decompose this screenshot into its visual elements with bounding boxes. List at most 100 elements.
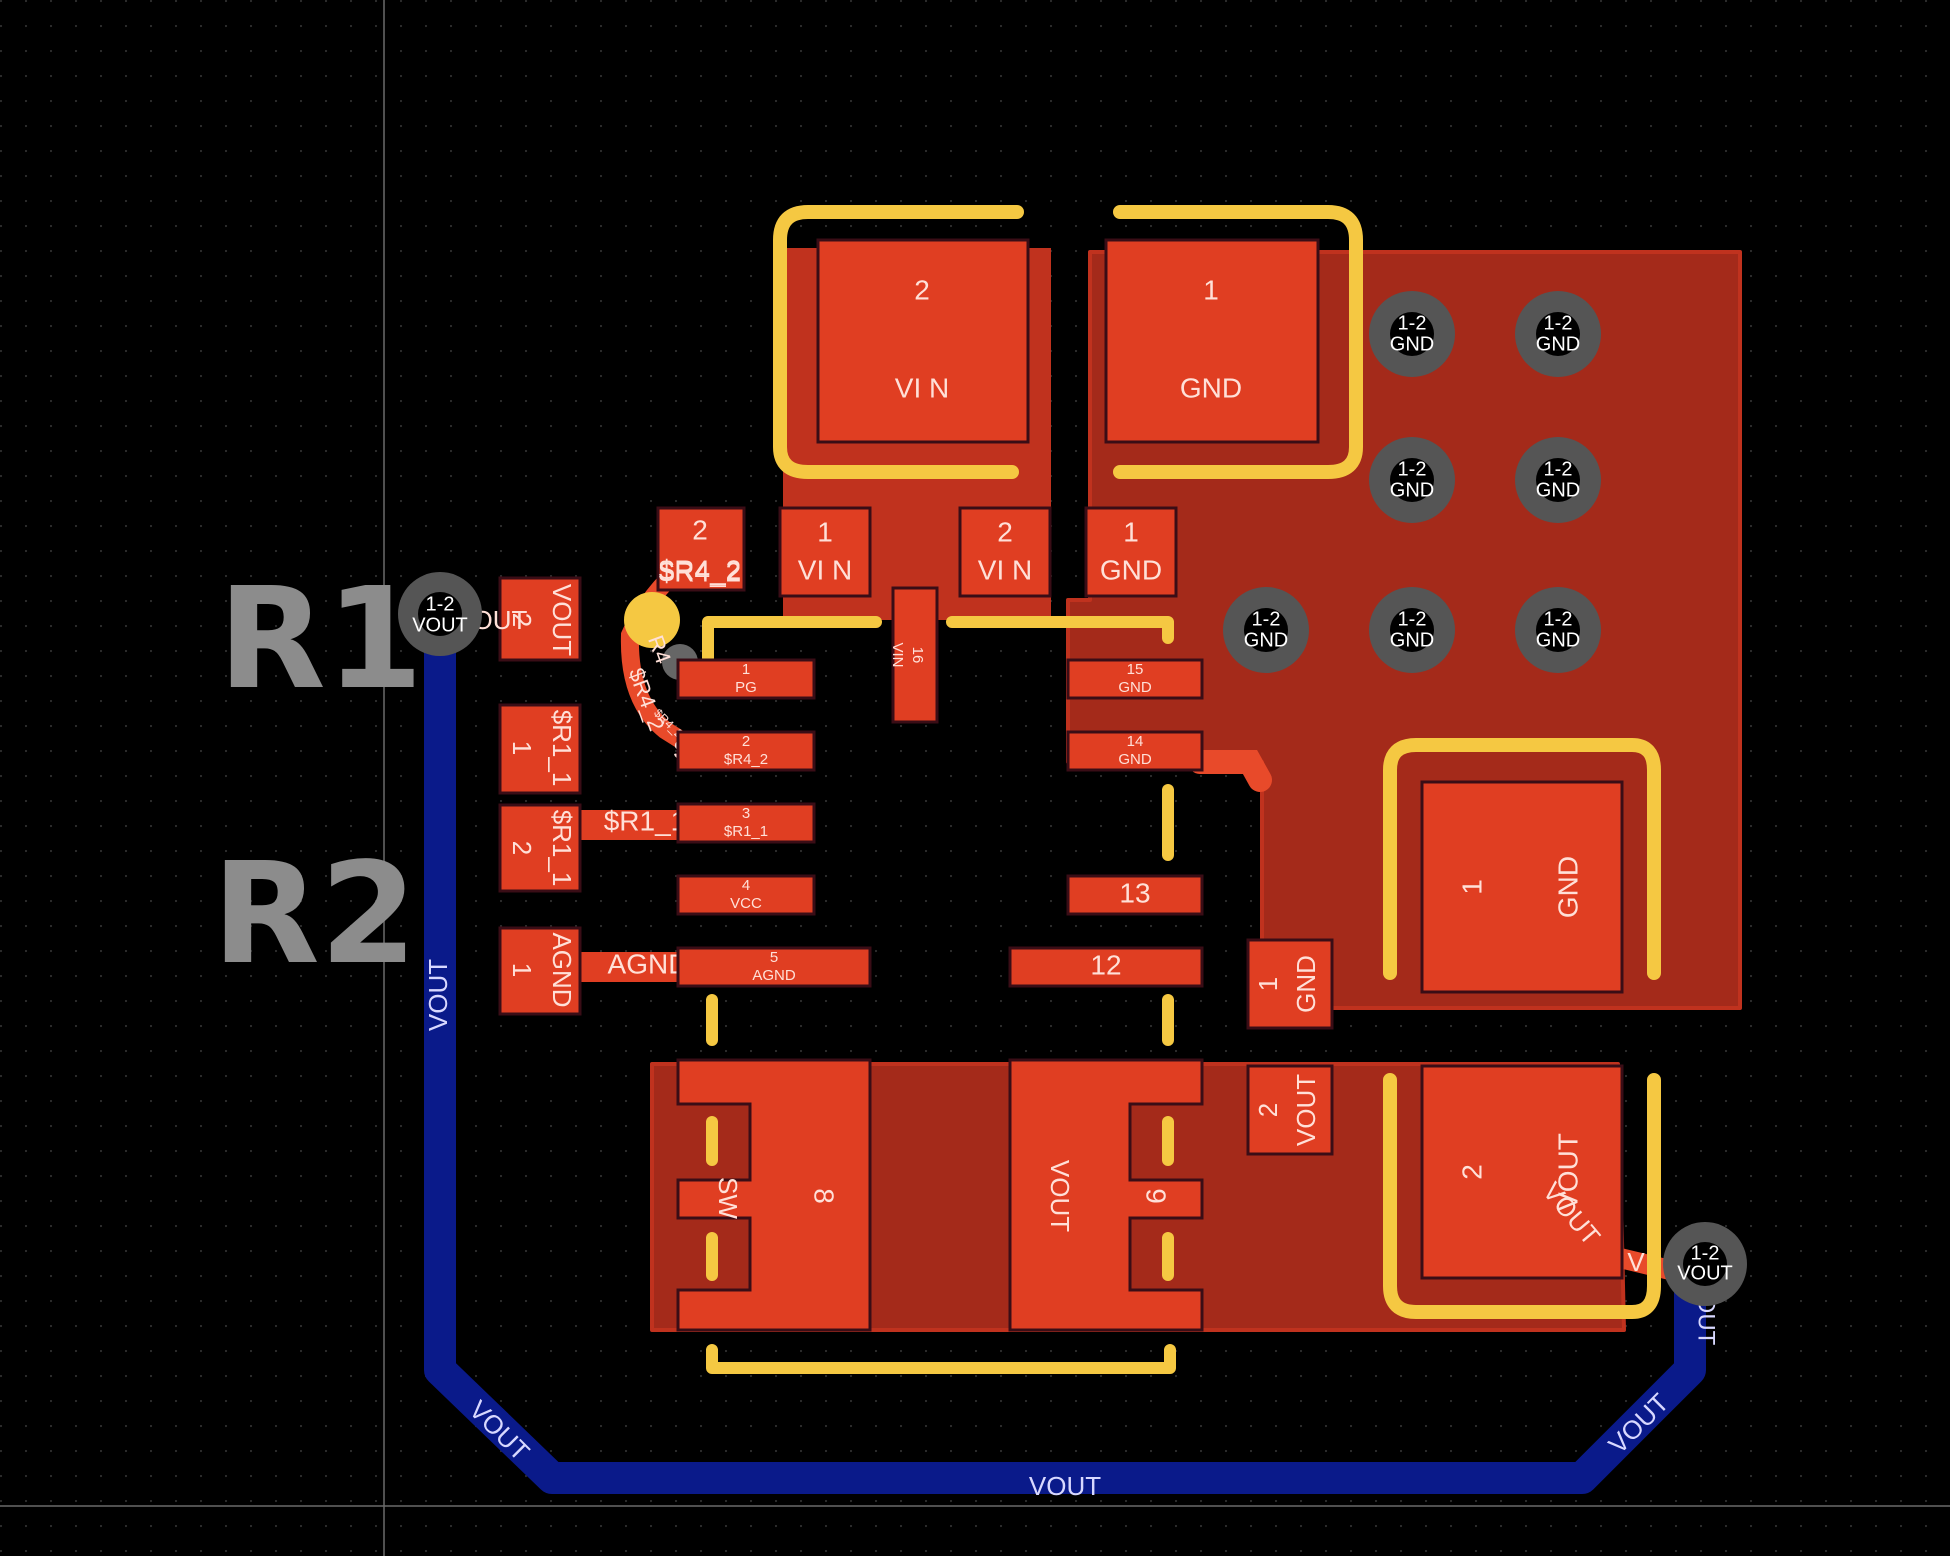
pad-vout-small-right[interactable]: 2 VOUT	[1246, 1064, 1334, 1156]
pin-number: 4	[742, 877, 750, 894]
pin-net: VCC	[730, 895, 762, 912]
via-net: GND	[1536, 333, 1580, 355]
out-cap-pad-vout[interactable]: 2 VOUT VOUT V	[1420, 1064, 1645, 1280]
trace-vout-right[interactable]	[1610, 1248, 1680, 1280]
pin-net: SW	[713, 1177, 743, 1219]
pad-number: 2	[997, 516, 1013, 547]
via-layers: 1-2	[426, 593, 455, 615]
r2-pad-agnd[interactable]: AGND 1	[498, 926, 582, 1016]
ic-pin-1[interactable]: 1 PG	[676, 658, 816, 700]
pad-number: 1	[817, 516, 833, 547]
ic-pin-13[interactable]: 13	[1066, 874, 1204, 916]
via-vout-right[interactable]: 1-2 VOUT	[1663, 1222, 1747, 1306]
pad-net: VOUT	[1552, 1133, 1583, 1211]
pin-number: 3	[742, 805, 750, 822]
bottom-trace-vout[interactable]	[424, 628, 1706, 1494]
trace-agnd[interactable]	[568, 952, 688, 982]
ic-pin-15[interactable]: 15 GND	[1066, 658, 1204, 700]
ic-pin-8-sw[interactable]: 8 SW	[676, 1058, 872, 1332]
via-net: GND	[1536, 629, 1580, 651]
ic-pin-12[interactable]: 12	[1008, 946, 1204, 988]
via-net: VOUT	[412, 614, 468, 636]
pad-number: 2	[692, 514, 708, 545]
pad-net: VI N	[798, 554, 852, 585]
pin-net: $R4_2	[724, 751, 768, 768]
pad-number: 1	[1456, 879, 1487, 895]
trace-r1-1[interactable]	[568, 810, 680, 840]
pad-gnd-small[interactable]: 1 GND	[1084, 506, 1178, 598]
out-cap-pad-gnd[interactable]: 1 GND	[1420, 780, 1624, 994]
bottom-trace-label-bottom: VOUT	[1029, 1471, 1101, 1501]
cap-pad-gnd[interactable]: 1 GND	[1104, 238, 1320, 444]
designator-r1: R1	[218, 558, 423, 721]
pad-number: 2	[1253, 1103, 1283, 1117]
pad-overlap-v: V	[1627, 1247, 1645, 1277]
ic-pin-5[interactable]: 5 AGND	[676, 946, 872, 988]
pin-net: GND	[1118, 751, 1152, 768]
ic-pin-3[interactable]: 3 $R1_1	[676, 802, 816, 844]
pad-net: GND	[1100, 554, 1162, 585]
via-net: GND	[1536, 479, 1580, 501]
via-net: VOUT	[1677, 1262, 1733, 1284]
pin-number: 8	[809, 1188, 840, 1204]
pin-net: GND	[1118, 679, 1152, 696]
pad-vin-1[interactable]: 1 VI N	[778, 506, 872, 598]
trace-gnd-right[interactable]	[1188, 750, 1272, 792]
designator-r2: R2	[212, 833, 417, 996]
via-layers: 1-2	[1252, 608, 1281, 630]
ic-pin-4[interactable]: 4 VCC	[676, 874, 816, 916]
pin-number: 16	[909, 647, 926, 664]
pin-net: $R1_1	[724, 823, 768, 840]
trace-label-r4: $R4_2	[659, 556, 742, 587]
pin-number: 13	[1119, 877, 1150, 908]
pad-number: 2	[1456, 1164, 1487, 1180]
pad-net: VI N	[978, 554, 1032, 585]
pad-net: $R1_1	[547, 810, 577, 887]
bottom-trace-label-left: VOUT	[423, 959, 453, 1031]
ic-pin-16[interactable]: 16 VIN	[889, 586, 939, 724]
pad-number: 1	[507, 963, 537, 977]
pad-net: GND	[1180, 372, 1242, 403]
pad-net: $R4_2	[659, 554, 742, 585]
via-net: GND	[1390, 333, 1434, 355]
via-net: GND	[1390, 479, 1434, 501]
pad-number: 2	[507, 841, 537, 855]
via-net: GND	[1244, 629, 1288, 651]
cap-pad-vin[interactable]: 2 VI N	[816, 238, 1030, 444]
trace-label-agnd: AGND	[608, 948, 689, 979]
ic-pin-9-vout[interactable]: 9 VOUT	[1008, 1058, 1204, 1332]
via-net: GND	[1390, 629, 1434, 651]
pin-net: AGND	[752, 967, 796, 984]
via-layers: 1-2	[1398, 312, 1427, 334]
pad-net: $R1_1	[547, 710, 577, 787]
via-vout-left[interactable]: 1-2 VOUT	[398, 572, 482, 656]
pad-vin-2[interactable]: 2 VI N	[958, 506, 1052, 598]
via-layers: 1-2	[1544, 458, 1573, 480]
pad-net: AGND	[547, 932, 577, 1007]
pad-r4-2[interactable]: 2 $R4_2	[656, 506, 746, 592]
pad-net: VOUT	[547, 584, 577, 656]
pad-net: VI N	[895, 372, 949, 403]
pad-number: 2	[914, 274, 930, 305]
r1-pad-r1-1[interactable]: $R1_1 1	[498, 703, 582, 795]
ic-pin-2[interactable]: 2 $R4_2	[676, 730, 816, 772]
pad-gnd-small-right[interactable]: 1 GND	[1246, 938, 1334, 1030]
via-layers: 1-2	[1691, 1242, 1720, 1264]
pad-net: GND	[1291, 955, 1321, 1013]
pad-number: 1	[1253, 977, 1283, 991]
pin-number: 15	[1127, 661, 1144, 678]
pad-net: GND	[1552, 856, 1583, 918]
ic-pin-14[interactable]: 14 GND	[1066, 730, 1204, 772]
pad-number: 1	[507, 741, 537, 755]
r2-pad-r1-1[interactable]: $R1_1 2	[498, 803, 582, 893]
pad-net: VOUT	[1291, 1074, 1321, 1146]
gnd-via-array: 1-2GND1-2GND1-2GND1-2GND1-2GND1-2GND1-2G…	[1223, 291, 1601, 673]
